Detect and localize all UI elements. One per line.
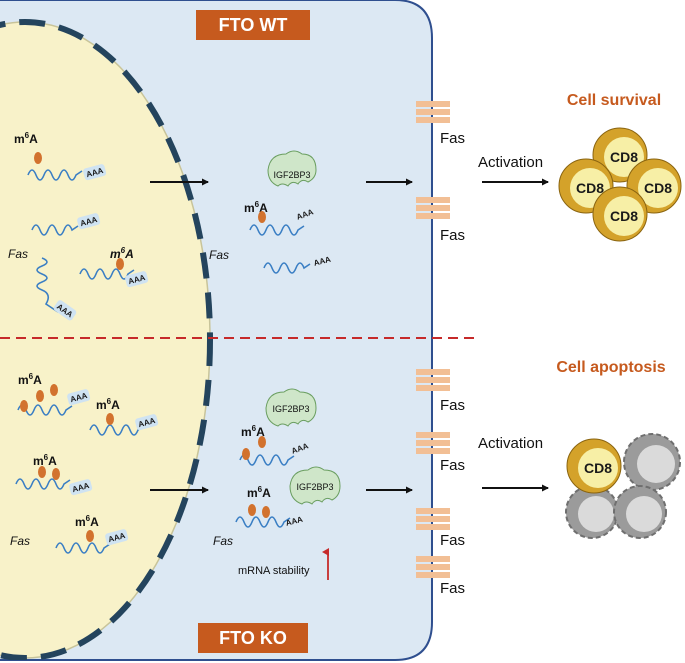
svg-text:FTO WT: FTO WT: [219, 15, 288, 35]
svg-text:m6A: m6A: [14, 131, 38, 146]
mrna-stability-label: mRNA stability: [238, 565, 310, 577]
svg-text:AAA: AAA: [285, 515, 304, 528]
ko-igf2bp3-protein-1: IGF2BP3: [265, 388, 317, 427]
nucleus: [0, 19, 213, 660]
svg-text:FTO KO: FTO KO: [219, 628, 287, 648]
apoptotic-cell: [623, 433, 681, 491]
wt-nucleus-mrna-1: m6A: [14, 131, 107, 181]
wt-nucleus-mrna-fas: [36, 257, 78, 322]
cd8-cell-cluster-wt: CD8 CD8 CD8 CD8: [558, 127, 682, 242]
wt-nucleus-mrna-3: m6A: [79, 246, 149, 288]
wt-nucleus-mrna-2: [31, 212, 101, 236]
ko-nucleus-mrna-1: m6A: [17, 372, 91, 416]
svg-text:m6A: m6A: [244, 200, 268, 215]
svg-text:IGF2BP3: IGF2BP3: [273, 170, 310, 180]
ko-nucleus-mrna-2: m6A: [89, 397, 159, 436]
apoptotic-cell: [613, 485, 667, 539]
svg-text:m6A: m6A: [33, 453, 57, 468]
wt-cyto-mrna-2: AAA: [263, 255, 332, 274]
fto-ko-title: FTO KO: [198, 623, 308, 653]
wt-igf2bp3-protein: IGF2BP3: [267, 150, 317, 187]
apoptotic-cell-cluster-ko: CD8: [565, 433, 681, 539]
svg-text:m6A: m6A: [18, 372, 42, 387]
fas-mrna-label-ko: Fas: [213, 534, 233, 548]
svg-text:CD8: CD8: [610, 208, 638, 224]
fas-receptor-wt-1: Fas: [416, 101, 465, 147]
fas-receptor-ko-2: Fas: [416, 432, 465, 474]
ko-nucleus-mrna-4: m6A: [55, 514, 129, 554]
svg-text:Fas: Fas: [440, 397, 465, 414]
svg-text:CD8: CD8: [644, 180, 672, 196]
fas-mrna-label-wt: Fas: [209, 248, 229, 262]
svg-text:m6A: m6A: [110, 246, 134, 261]
fas-receptor-wt-2: Fas: [416, 197, 465, 244]
svg-text:m6A: m6A: [75, 514, 99, 529]
nuclear-envelope-pores: [0, 19, 213, 660]
svg-text:IGF2BP3: IGF2BP3: [272, 404, 309, 414]
fas-receptor-ko-4: Fas: [416, 556, 465, 597]
svg-text:Fas: Fas: [440, 457, 465, 474]
svg-text:AAA: AAA: [313, 255, 332, 268]
cell-apoptosis-label: Cell apoptosis: [556, 359, 665, 376]
fas-gene-label-ko: Fas: [10, 534, 30, 548]
svg-text:Fas: Fas: [440, 227, 465, 244]
fas-receptor-ko-3: Fas: [416, 508, 465, 549]
ko-igf2bp3-protein-2: IGF2BP3: [289, 466, 341, 505]
ko-cyto-mrna-2: m6A AAA: [235, 485, 304, 528]
svg-text:CD8: CD8: [584, 460, 612, 476]
svg-text:Fas: Fas: [440, 130, 465, 147]
svg-text:m6A: m6A: [247, 485, 271, 500]
activation-label-ko: Activation: [478, 435, 543, 452]
cd8-cell: CD8: [592, 186, 648, 242]
svg-text:Fas: Fas: [440, 580, 465, 597]
svg-text:CD8: CD8: [576, 180, 604, 196]
svg-text:m6A: m6A: [241, 424, 265, 439]
cell-survival-label: Cell survival: [567, 92, 661, 109]
activation-label-wt: Activation: [478, 154, 543, 171]
fto-wt-title: FTO WT: [196, 10, 310, 40]
svg-text:IGF2BP3: IGF2BP3: [296, 482, 333, 492]
cd8-cell: CD8: [566, 438, 622, 494]
ko-nucleus-mrna-3: m6A: [15, 453, 93, 496]
svg-text:Fas: Fas: [440, 532, 465, 549]
apoptotic-cell: [565, 485, 619, 539]
fas-gene-label-wt: Fas: [8, 247, 28, 261]
fas-receptor-ko-1: Fas: [416, 369, 465, 414]
svg-text:m6A: m6A: [96, 397, 120, 412]
svg-text:CD8: CD8: [610, 149, 638, 165]
